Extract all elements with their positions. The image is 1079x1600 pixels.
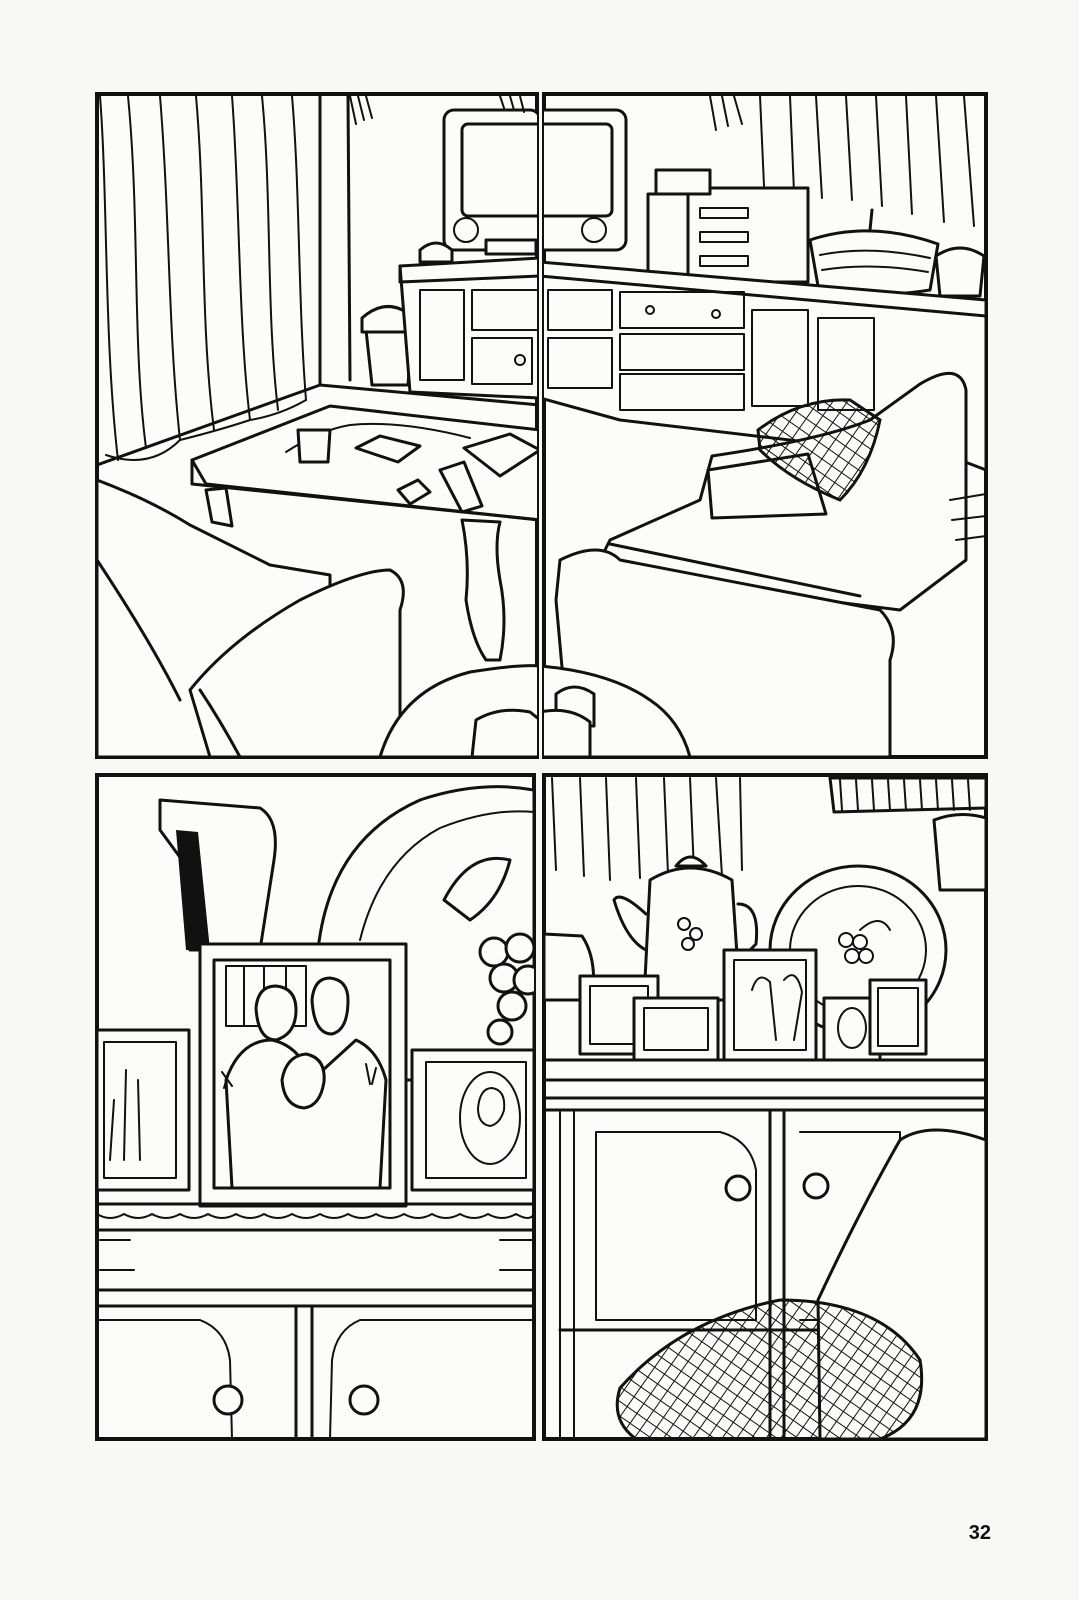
grape-motif <box>442 856 534 1046</box>
coffee-table <box>190 404 537 662</box>
panel-4 <box>542 773 988 1441</box>
stereo-system <box>646 168 810 284</box>
page-number: 32 <box>968 1522 991 1544</box>
family-figures <box>221 976 388 1190</box>
decorative-plate <box>316 785 534 1082</box>
photo-frame-left <box>97 1028 191 1192</box>
panel-1 <box>95 92 539 759</box>
oval-portrait-frame <box>410 1048 534 1192</box>
family-photo-frame <box>198 942 408 1208</box>
curtain-right <box>709 95 975 227</box>
tv-cabinet <box>398 241 537 400</box>
curtain-left <box>99 94 352 461</box>
chair-back <box>615 1128 986 1439</box>
panel-3 <box>95 773 536 1441</box>
television-right-half <box>544 108 628 252</box>
lamp-shade <box>828 776 986 892</box>
round-table <box>378 664 537 757</box>
round-table-right <box>544 664 692 757</box>
armchair <box>97 478 405 757</box>
television <box>442 108 537 256</box>
cabinet-lower <box>97 1202 534 1439</box>
coffee-pot <box>612 855 759 1002</box>
panel-2 <box>542 92 988 759</box>
